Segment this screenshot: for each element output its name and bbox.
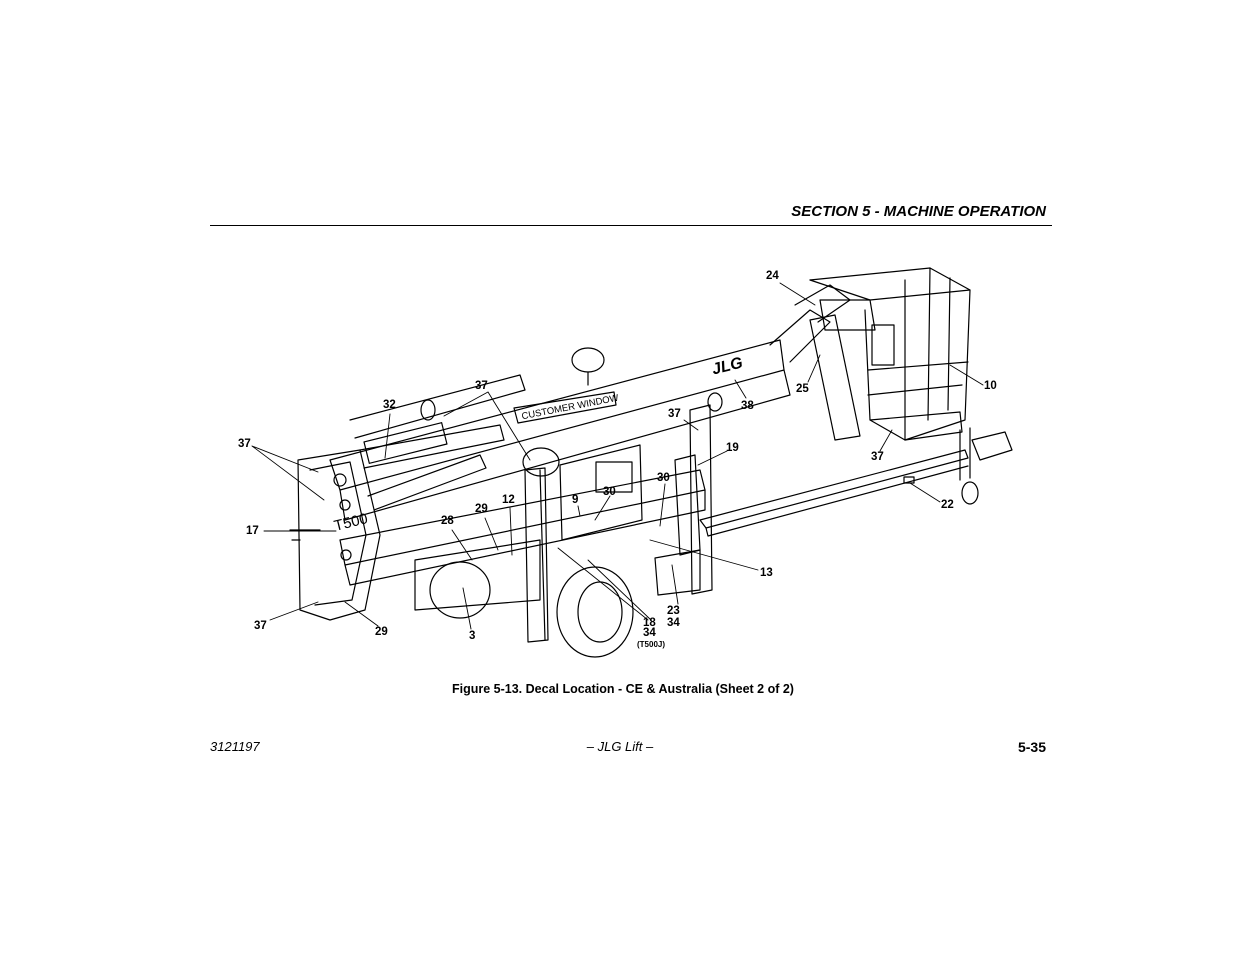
- callout-label: 34: [643, 627, 656, 639]
- callout-label: 38: [741, 400, 754, 412]
- callout-label: 37: [238, 438, 251, 450]
- leveling-arm: [809, 314, 861, 441]
- callout-label: 22: [941, 499, 954, 511]
- callout-note: (T500J): [637, 640, 666, 649]
- callout-label: 23: [667, 605, 680, 617]
- callout-label: 37: [475, 380, 488, 392]
- callout-leaders: [251, 282, 984, 630]
- callout-label: 24: [766, 270, 779, 282]
- header-rule: [210, 225, 1052, 226]
- callout-label: 10: [984, 380, 997, 392]
- callout-label: 28: [441, 515, 454, 527]
- caster-wheel: [961, 481, 979, 505]
- jib-boom: [769, 309, 831, 363]
- callout-label: 13: [760, 567, 773, 579]
- callout-label: 17: [246, 525, 259, 537]
- callout-label: 37: [668, 408, 681, 420]
- outrigger-beam: [699, 449, 969, 529]
- callout-label: 12: [502, 494, 515, 506]
- callout-label: 25: [796, 383, 809, 395]
- callout-label: 9: [572, 494, 579, 506]
- lift-cylinder: [367, 454, 487, 511]
- callout-label: 18: [643, 617, 656, 629]
- callout-label: 3: [469, 630, 476, 642]
- section-title: SECTION 5 - MACHINE OPERATION: [791, 203, 1046, 220]
- callout-label: 34: [667, 617, 680, 629]
- platform-basket: [809, 267, 971, 441]
- lower-frame: [339, 469, 706, 566]
- callout-label: 37: [254, 620, 267, 632]
- callout-label: 30: [603, 486, 616, 498]
- figure-caption: Figure 5-13. Decal Location - CE & Austr…: [452, 682, 794, 696]
- callout-label: 29: [375, 626, 388, 638]
- callout-label: 19: [726, 442, 739, 454]
- callout-label: 32: [383, 399, 396, 411]
- document-number: 3121197: [210, 739, 260, 754]
- page-number: 5-35: [1017, 739, 1046, 755]
- end-frame: [297, 449, 381, 621]
- callout-label: 30: [657, 472, 670, 484]
- footer-brand: – JLG Lift –: [586, 739, 654, 754]
- callout-label: 37: [871, 451, 884, 463]
- callout-label: 29: [475, 503, 488, 515]
